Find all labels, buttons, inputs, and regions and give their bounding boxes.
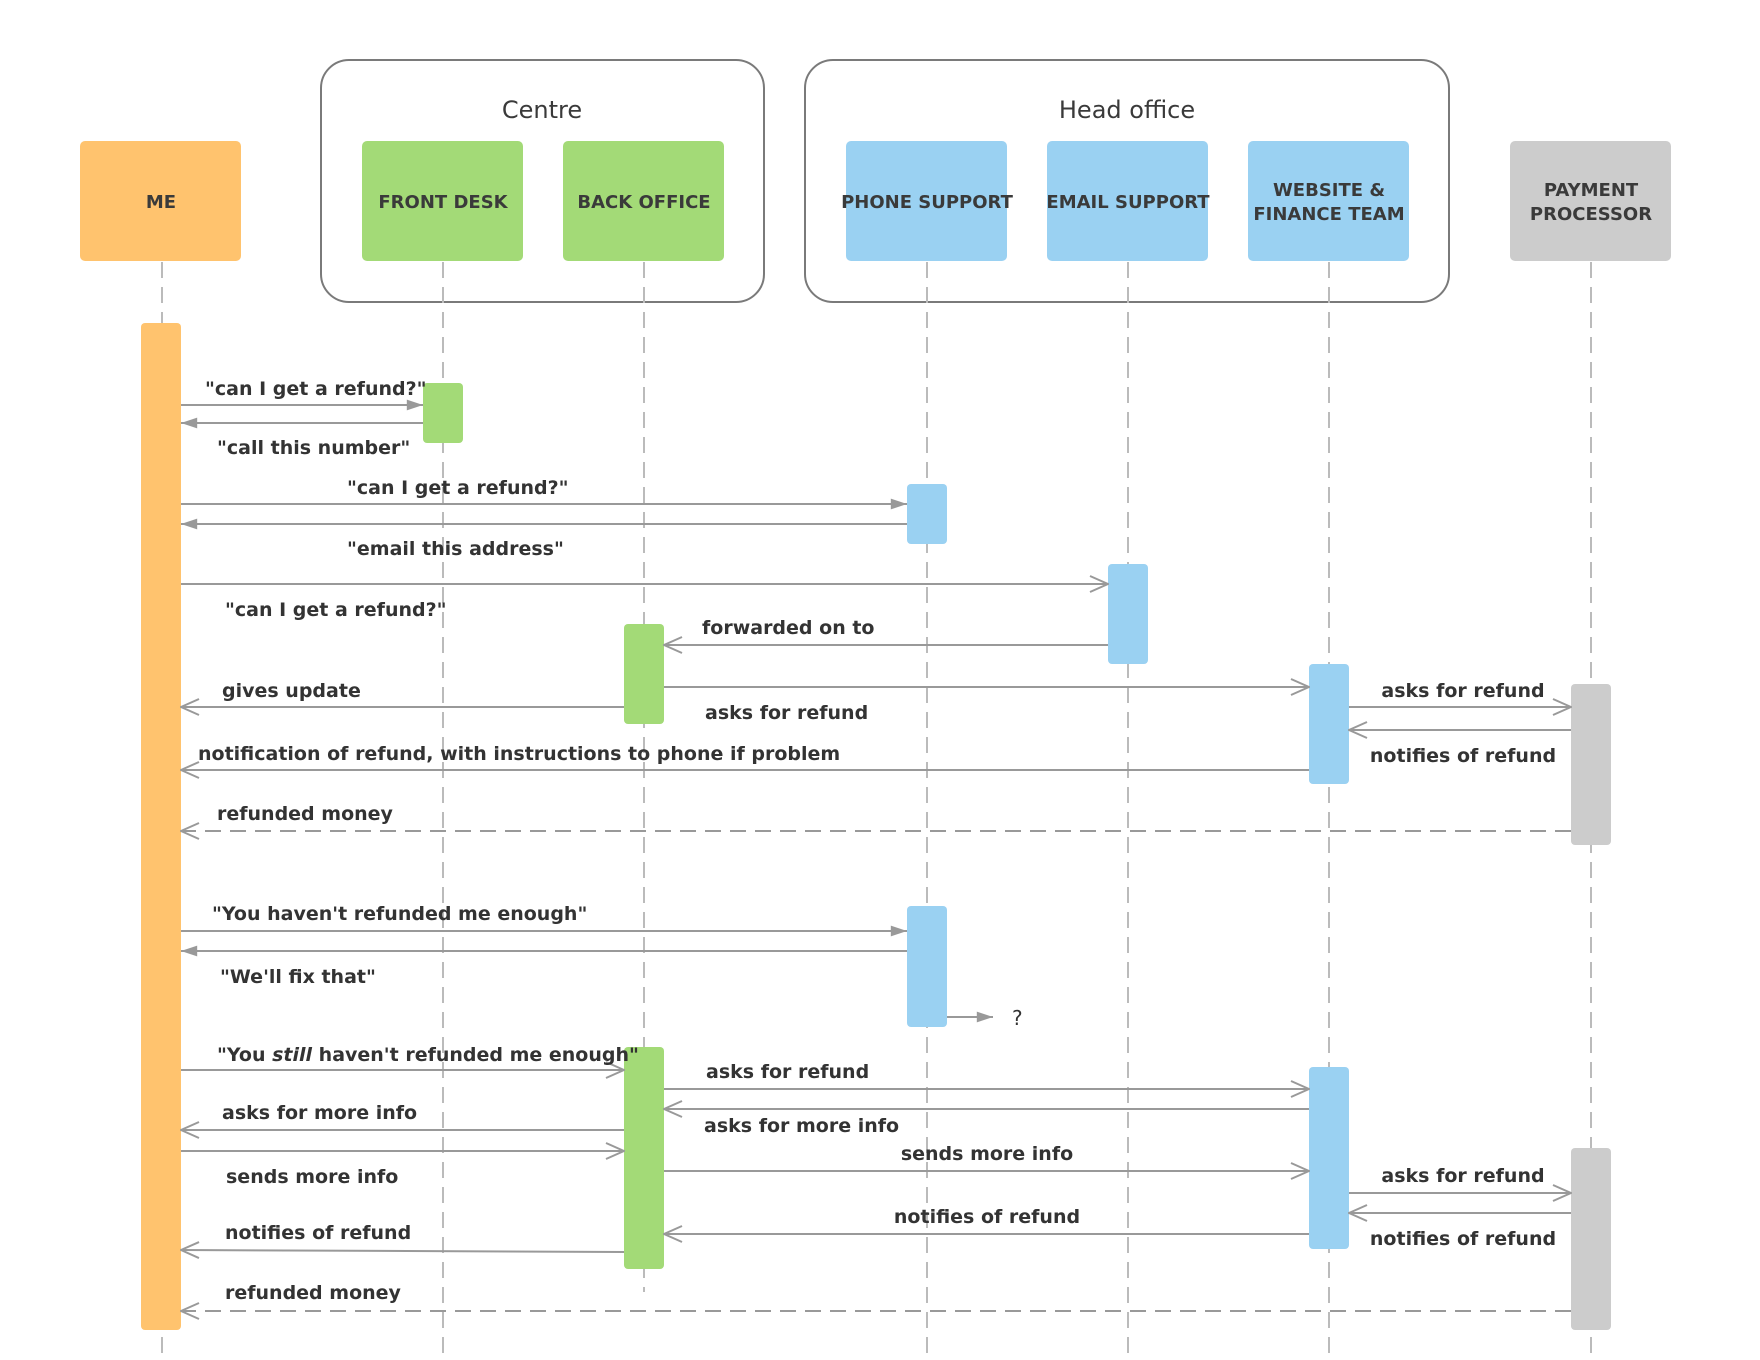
group-centre-box	[320, 59, 765, 303]
message-label: sends more info	[901, 1143, 1073, 1165]
actor-payment-processor: PAYMENT PROCESSOR	[1510, 141, 1671, 261]
message-website-finance-to-me: notification of refund, with instruction…	[181, 743, 1309, 770]
message-back-office-to-me-2: asks for more info	[181, 1102, 624, 1130]
actor-payment-processor-box	[1510, 141, 1671, 261]
message-phone-support-to-me-2: "We'll fix that"	[181, 945, 907, 988]
actor-me: ME	[80, 141, 241, 261]
message-label: asks for refund	[1381, 680, 1544, 702]
message-me-to-back-office-2: sends more info	[181, 1151, 624, 1188]
actor-email-support-label: EMAIL SUPPORT	[1046, 192, 1210, 213]
message-payment-processor-to-website-finance: notifies of refund	[1349, 730, 1571, 767]
message-label: notifies of refund	[1370, 745, 1556, 767]
activation-back-office-1	[624, 624, 664, 724]
message-label: "We'll fix that"	[220, 966, 376, 988]
message-arrow	[181, 1250, 625, 1252]
label-part: "You	[217, 1044, 272, 1066]
message-me-to-back-office-still: "You still haven't refunded me enough"	[181, 1044, 639, 1070]
message-label: asks for refund	[706, 1061, 869, 1083]
actor-me-box	[80, 141, 241, 261]
message-back-office-to-website-finance-2: asks for refund	[664, 1061, 1309, 1089]
activation-website-finance-1	[1309, 664, 1349, 784]
message-website-finance-to-back-office: asks for more info	[664, 1109, 1309, 1137]
group-head-office-label: Head office	[1059, 96, 1195, 124]
message-email-support-to-back-office: forwarded on to	[664, 617, 1108, 645]
activation-payment-processor-2	[1571, 1148, 1611, 1330]
actor-front-desk-label: FRONT DESK	[378, 192, 508, 213]
activation-website-finance-2	[1309, 1067, 1349, 1249]
actor-back-office-box	[563, 141, 724, 261]
message-phone-support-to-me: "email this address"	[181, 518, 907, 560]
message-label: gives update	[222, 680, 361, 702]
actor-front-desk: FRONT DESK	[362, 141, 523, 261]
activation-me	[141, 323, 181, 1330]
activation-phone-support-2	[907, 906, 947, 1027]
message-label: sends more info	[226, 1166, 398, 1188]
actor-website-finance-box	[1248, 141, 1409, 261]
message-label: "You haven't refunded me enough"	[212, 903, 587, 925]
activation-front-desk	[423, 383, 463, 443]
message-website-finance-to-payment-processor: asks for refund	[1349, 680, 1571, 707]
actor-front-desk-box	[362, 141, 523, 261]
message-label: asks for more info	[704, 1115, 899, 1137]
actor-me-label: ME	[146, 192, 176, 213]
message-label: "You still haven't refunded me enough"	[217, 1044, 639, 1066]
messages: "can I get a refund?" "call this number"…	[181, 378, 1571, 1311]
actor-phone-support-box	[846, 141, 1007, 261]
actor-website-finance-label-line1: WEBSITE &	[1273, 180, 1385, 201]
message-label: asks for refund	[1381, 1165, 1544, 1187]
message-label: "can I get a refund?"	[347, 477, 569, 499]
activation-bars	[141, 323, 1611, 1330]
message-label: refunded money	[217, 803, 394, 825]
activation-back-office-2	[624, 1047, 664, 1269]
message-me-to-phone-support-2: "You haven't refunded me enough"	[181, 903, 907, 937]
actor-payment-processor-label-line1: PAYMENT	[1544, 180, 1639, 201]
message-me-to-email-support: "can I get a refund?"	[181, 584, 1108, 621]
message-back-office-to-me-3: notifies of refund	[181, 1222, 625, 1252]
message-back-office-to-website-finance: asks for refund	[664, 687, 1309, 724]
message-me-to-front-desk: "can I get a refund?"	[181, 378, 427, 411]
message-me-to-phone-support: "can I get a refund?"	[181, 477, 907, 510]
message-label: "can I get a refund?"	[205, 378, 427, 400]
message-label: asks for more info	[222, 1102, 417, 1124]
group-centre-label: Centre	[502, 96, 582, 124]
label-part: haven't refunded me enough"	[312, 1044, 639, 1066]
message-phone-support-to-unknown: ?	[947, 1006, 1023, 1030]
message-payment-processor-to-me: refunded money	[181, 803, 1571, 831]
actor-payment-processor-label-line2: PROCESSOR	[1530, 204, 1652, 225]
message-label: "can I get a refund?"	[225, 599, 447, 621]
message-label: asks for refund	[705, 702, 868, 724]
message-label: notification of refund, with instruction…	[198, 743, 840, 765]
actor-back-office-label: BACK OFFICE	[577, 192, 710, 213]
message-label: notifies of refund	[225, 1222, 411, 1244]
message-website-finance-to-back-office-2: notifies of refund	[664, 1206, 1309, 1234]
message-label: "email this address"	[347, 538, 564, 560]
message-label: notifies of refund	[894, 1206, 1080, 1228]
message-label: ?	[1012, 1006, 1023, 1030]
actor-back-office: BACK OFFICE	[563, 141, 724, 261]
actor-website-finance-label-line2: FINANCE TEAM	[1253, 204, 1404, 225]
message-back-office-to-me: gives update	[181, 680, 624, 707]
actor-phone-support: PHONE SUPPORT	[841, 141, 1014, 261]
message-label: refunded money	[225, 1282, 402, 1304]
activation-phone-support-1	[907, 484, 947, 544]
message-payment-processor-to-me-2: refunded money	[181, 1282, 1571, 1311]
message-label: notifies of refund	[1370, 1228, 1556, 1250]
actor-phone-support-label: PHONE SUPPORT	[841, 192, 1014, 213]
message-label: forwarded on to	[702, 617, 874, 639]
activation-email-support	[1108, 564, 1148, 664]
label-part-emphasis: still	[272, 1044, 312, 1066]
activation-payment-processor-1	[1571, 684, 1611, 845]
message-website-finance-to-payment-processor-2: asks for refund	[1349, 1165, 1571, 1193]
message-back-office-to-website-finance-3: sends more info	[664, 1143, 1309, 1171]
actor-website-finance: WEBSITE & FINANCE TEAM	[1248, 141, 1409, 261]
actor-email-support-box	[1047, 141, 1208, 261]
message-front-desk-to-me: "call this number"	[181, 417, 423, 459]
message-label: "call this number"	[217, 437, 410, 459]
actor-email-support: EMAIL SUPPORT	[1046, 141, 1210, 261]
message-payment-processor-to-website-finance-2: notifies of refund	[1349, 1213, 1571, 1250]
